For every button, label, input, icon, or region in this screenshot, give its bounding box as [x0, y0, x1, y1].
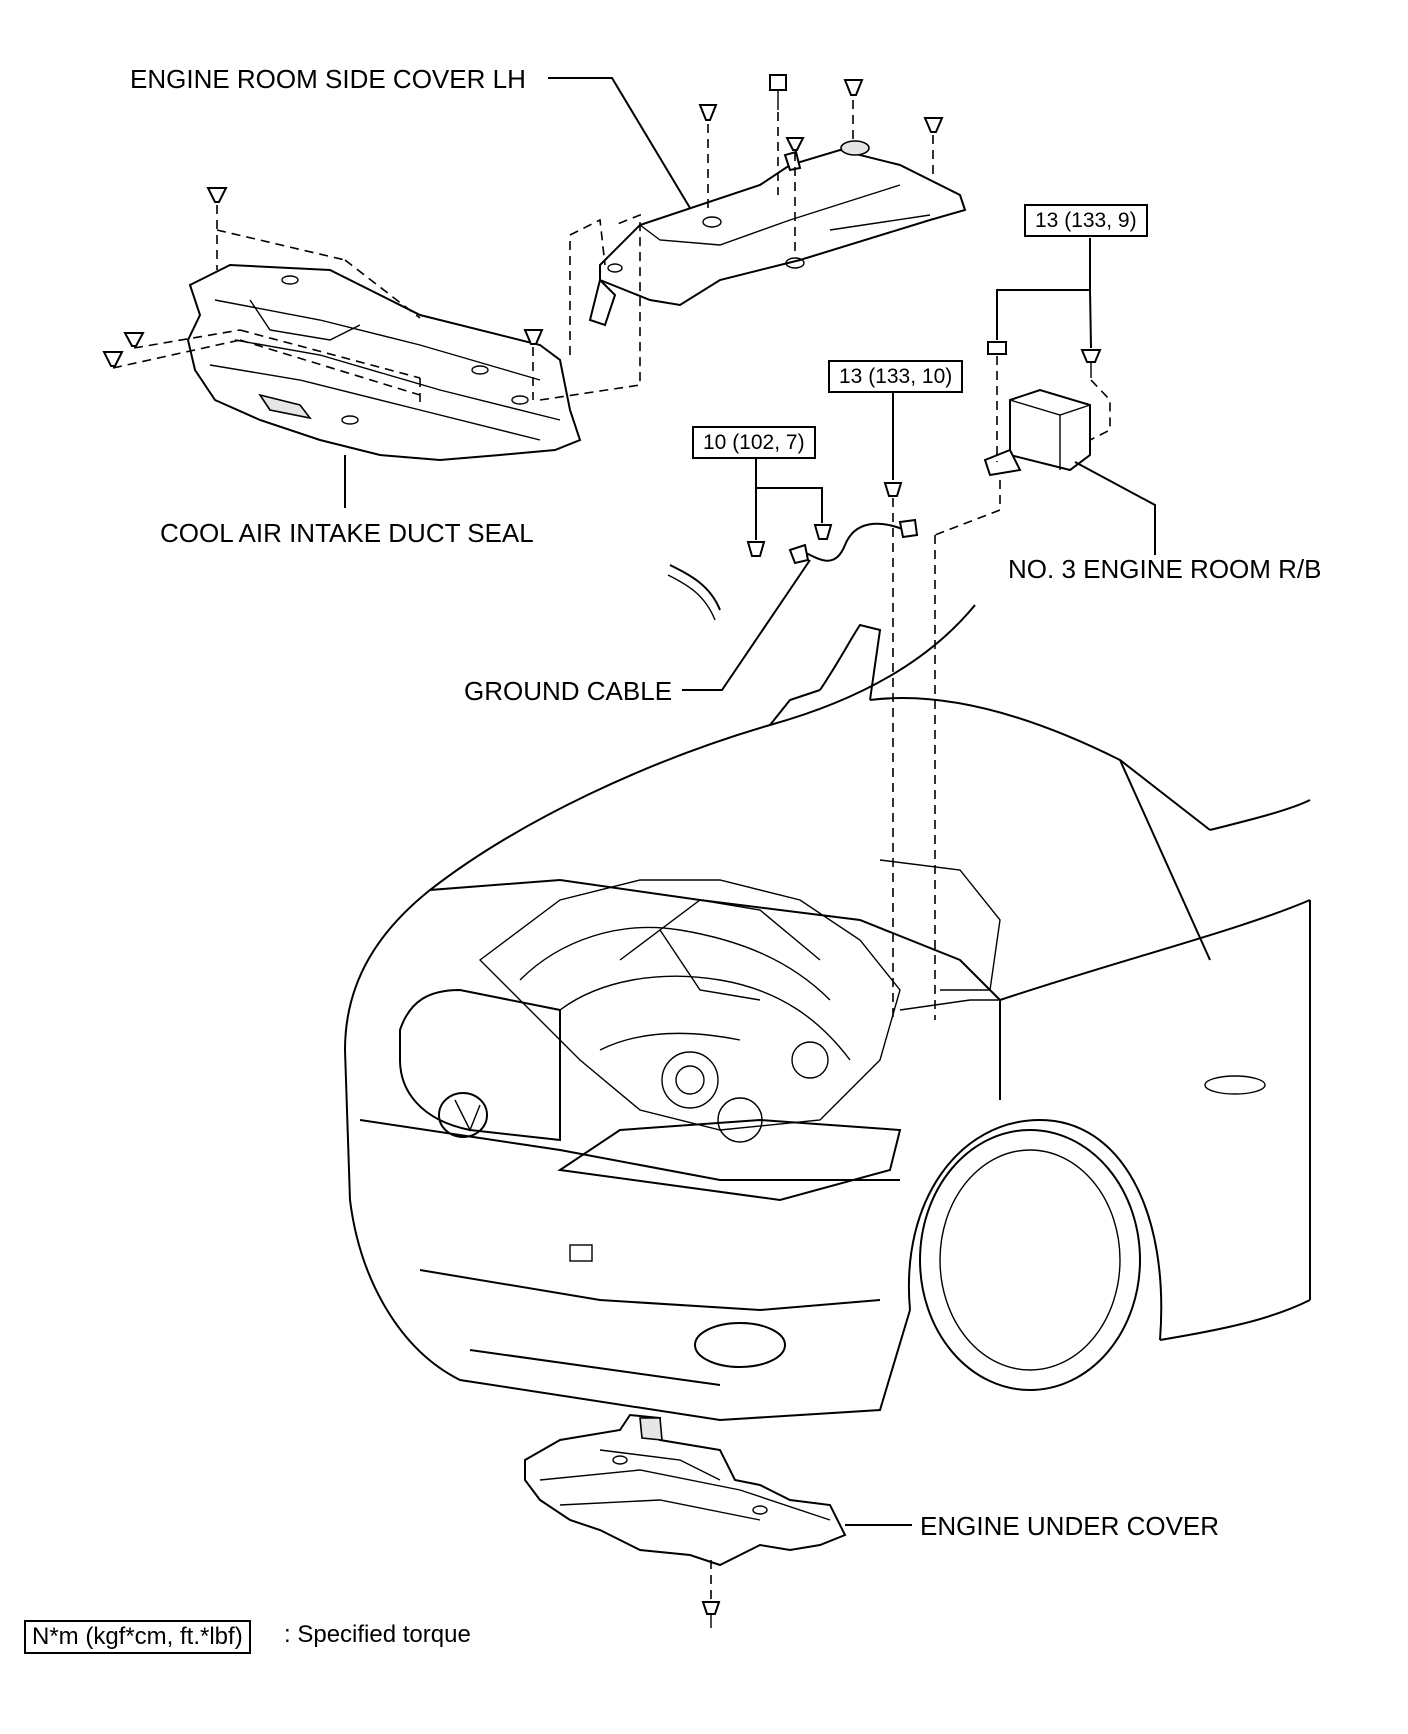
label-engine-room-side-cover-lh: ENGINE ROOM SIDE COVER LH	[130, 64, 526, 94]
bolt-icon	[1080, 349, 1102, 378]
nut-icon	[987, 341, 1007, 355]
torque-ground-bolt: 13 (133, 10)	[828, 360, 964, 393]
no3-engine-room-relay-block	[934, 341, 1111, 1020]
label-no3-engine-room-rb: NO. 3 ENGINE ROOM R/B	[1008, 554, 1322, 584]
label-ground-cable: GROUND CABLE	[464, 676, 673, 706]
legend-specified-torque: : Specified torque	[284, 1621, 471, 1648]
bolt-icon	[701, 1601, 721, 1628]
clip-icon	[102, 187, 544, 367]
label-cool-air-intake-duct-seal: COOL AIR INTAKE DUCT SEAL	[160, 518, 534, 548]
vehicle-front-drawing	[344, 604, 1311, 1422]
cool-air-intake-duct-seal	[102, 187, 641, 462]
engine-room-side-cover-lh	[588, 74, 967, 327]
label-engine-under-cover: ENGINE UNDER COVER	[920, 1511, 1220, 1541]
leader-lines	[344, 77, 1156, 1526]
ground-cable	[667, 482, 919, 1020]
bolt-icon	[746, 482, 903, 557]
legend-torque-unit-box: N*m (kgf*cm, ft.*lbf)	[24, 1620, 251, 1654]
torque-relay-block: 13 (133, 9)	[1024, 204, 1148, 237]
engine-under-cover	[524, 1413, 847, 1628]
torque-ground-cable: 10 (102, 7)	[692, 426, 816, 459]
clip-icon	[698, 74, 944, 151]
